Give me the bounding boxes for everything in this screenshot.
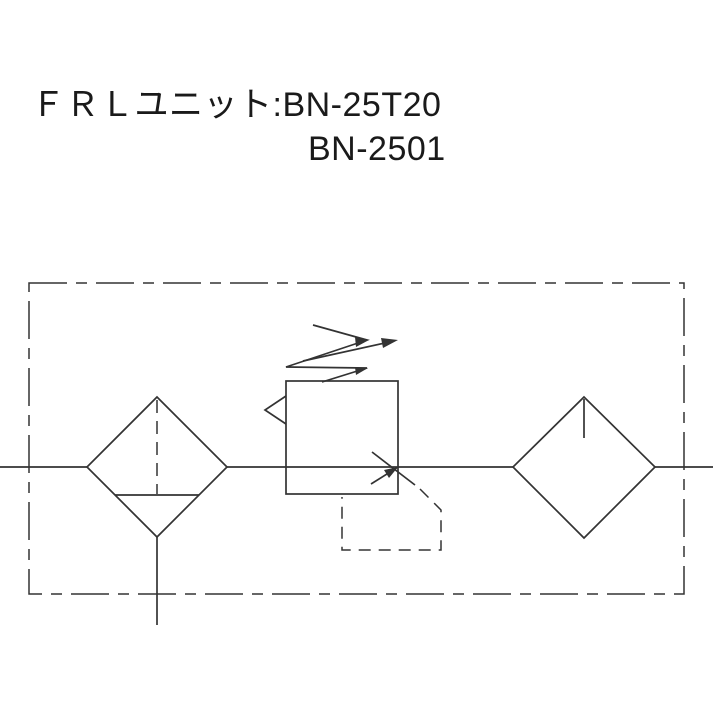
- lubricator-symbol-icon: [511, 395, 657, 540]
- regulator-adjust-arrow-shaft: [302, 340, 395, 362]
- regulator-relief-triangle: [263, 395, 287, 425]
- regulator-spring-zigzag: [285, 324, 370, 383]
- filter-symbol-icon: [85, 395, 229, 625]
- regulator-adjust-arrowhead: [381, 338, 398, 348]
- regulator-flow-arrowhead: [384, 467, 398, 478]
- regulator-adjust-arrowhead-chevron: [355, 337, 369, 347]
- regulator-spring-bend-arrowhead: [355, 367, 368, 375]
- enclosure-boundary: [28, 282, 685, 595]
- regulator-pilot-line: [341, 488, 442, 551]
- drawing-title-line2: BN-2501: [308, 130, 446, 168]
- regulator-symbol-icon: [263, 324, 442, 551]
- drawing-title-line1: ＦＲＬユニット:BN-25T20: [31, 86, 442, 124]
